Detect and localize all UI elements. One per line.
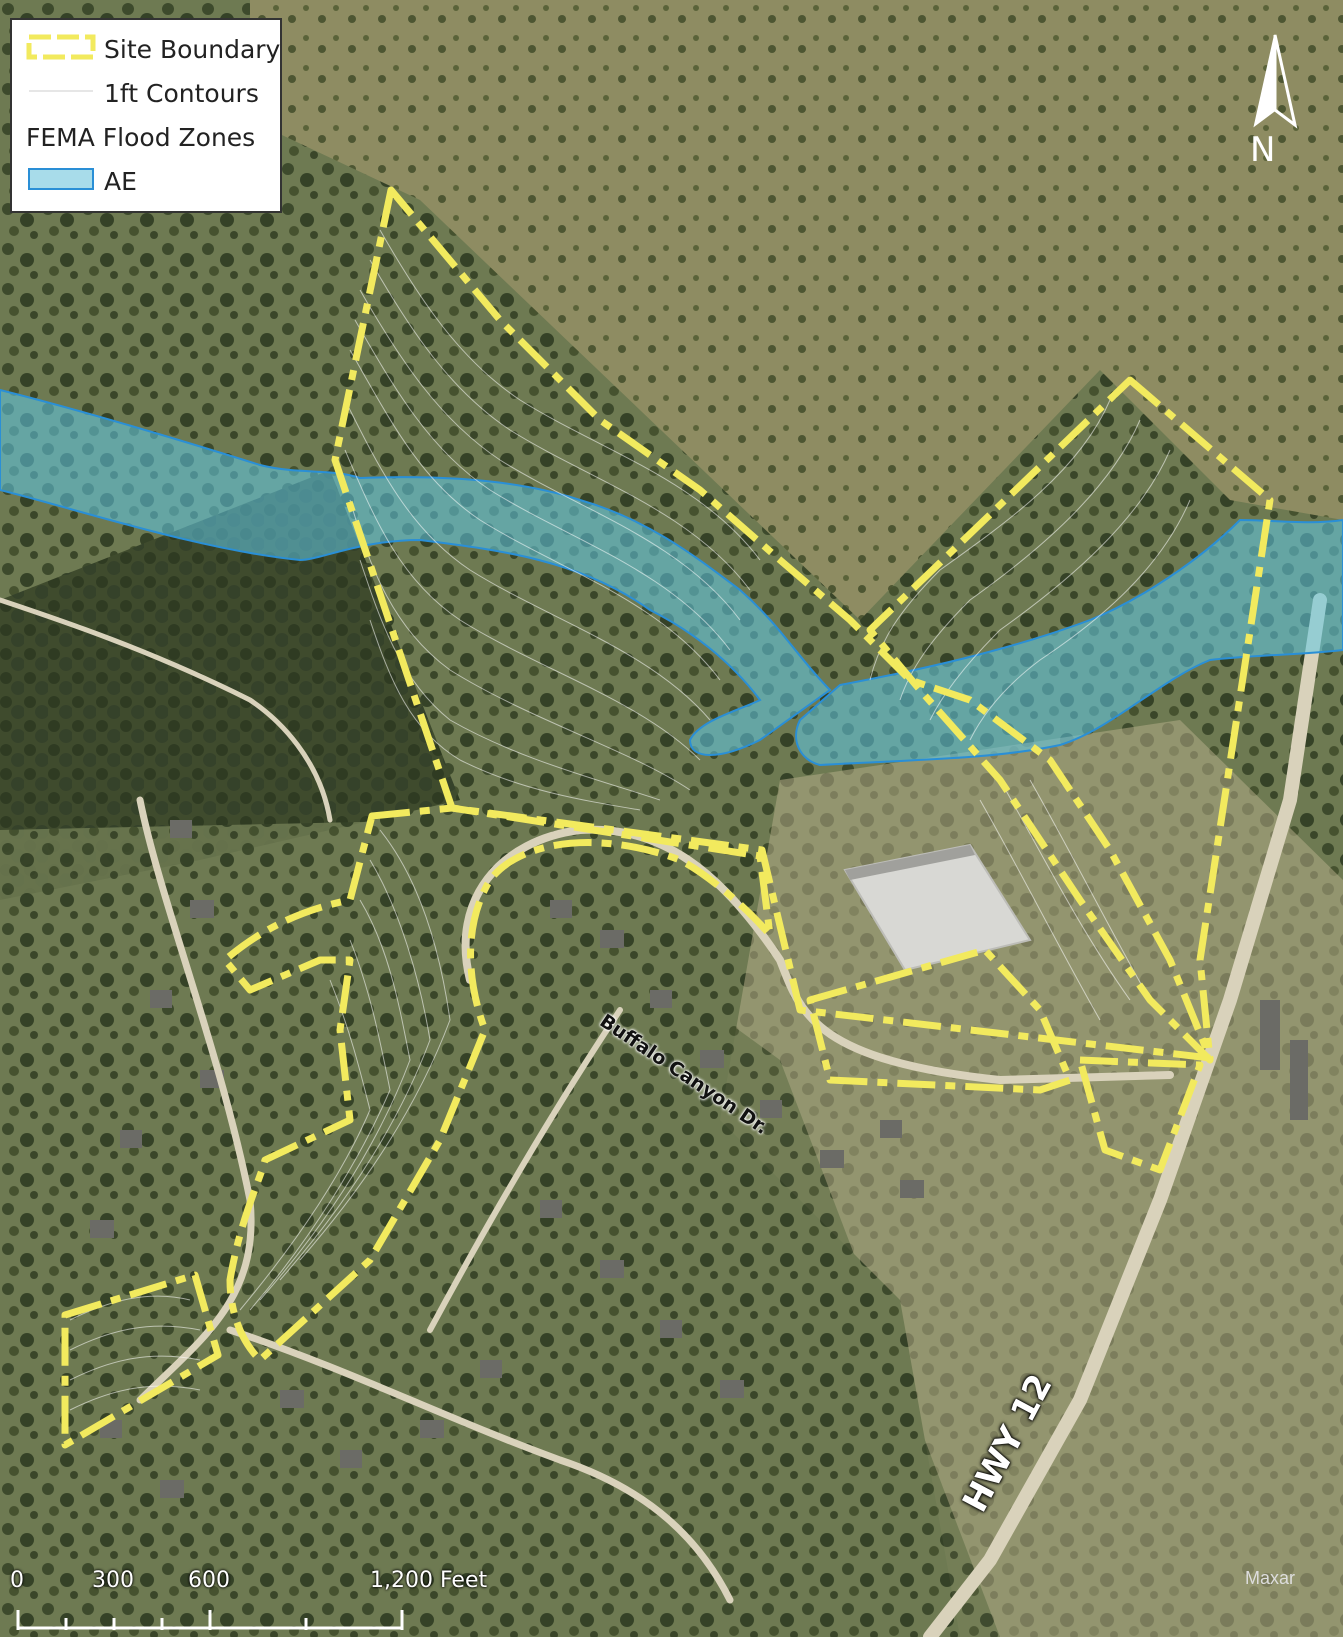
hwy-12-road xyxy=(923,593,1327,1637)
legend-site-boundary: Site Boundary xyxy=(12,26,280,66)
legend-contours: 1ft Contours xyxy=(12,70,280,110)
north-arrow-label: N xyxy=(1250,130,1276,170)
scale-label-300: 300 xyxy=(92,1568,134,1593)
legend-flood-zone-ae: AE xyxy=(12,158,280,198)
contour-lines xyxy=(69,229,1191,1411)
flood-zone-ae-symbol xyxy=(28,168,94,190)
map-legend: Site Boundary 1ft Contours FEMA Flood Zo… xyxy=(10,18,282,213)
site-boundary[interactable] xyxy=(61,186,1274,1449)
north-arrow-icon xyxy=(1253,34,1298,129)
imagery-attribution: Maxar xyxy=(1245,1568,1296,1588)
residential-buildings xyxy=(90,820,1308,1498)
legend-contours-label: 1ft Contours xyxy=(104,79,259,108)
legend-flood-zones-heading-label: FEMA Flood Zones xyxy=(26,123,256,152)
contour-symbol xyxy=(29,90,93,92)
legend-flood-zones-heading: FEMA Flood Zones xyxy=(12,114,280,154)
site-boundary-east-parcel xyxy=(866,376,1274,1064)
site-boundary-north-parcel xyxy=(331,186,1214,1062)
site-boundary-southwest-parcel xyxy=(61,1271,222,1449)
site-boundary-highway-parcel xyxy=(1076,1056,1204,1174)
scale-label-600: 600 xyxy=(188,1568,230,1593)
site-boundary-warehouse-parcel xyxy=(806,946,1074,1094)
warehouse-building xyxy=(843,843,1032,972)
scale-label-0: 0 xyxy=(10,1568,24,1593)
legend-site-boundary-label: Site Boundary xyxy=(104,35,281,64)
legend-flood-zone-ae-label: AE xyxy=(104,167,137,196)
scale-bar xyxy=(16,1610,404,1630)
scale-label-1200-feet: 1,200 Feet xyxy=(370,1568,488,1593)
site-boundary-symbol xyxy=(26,34,96,60)
